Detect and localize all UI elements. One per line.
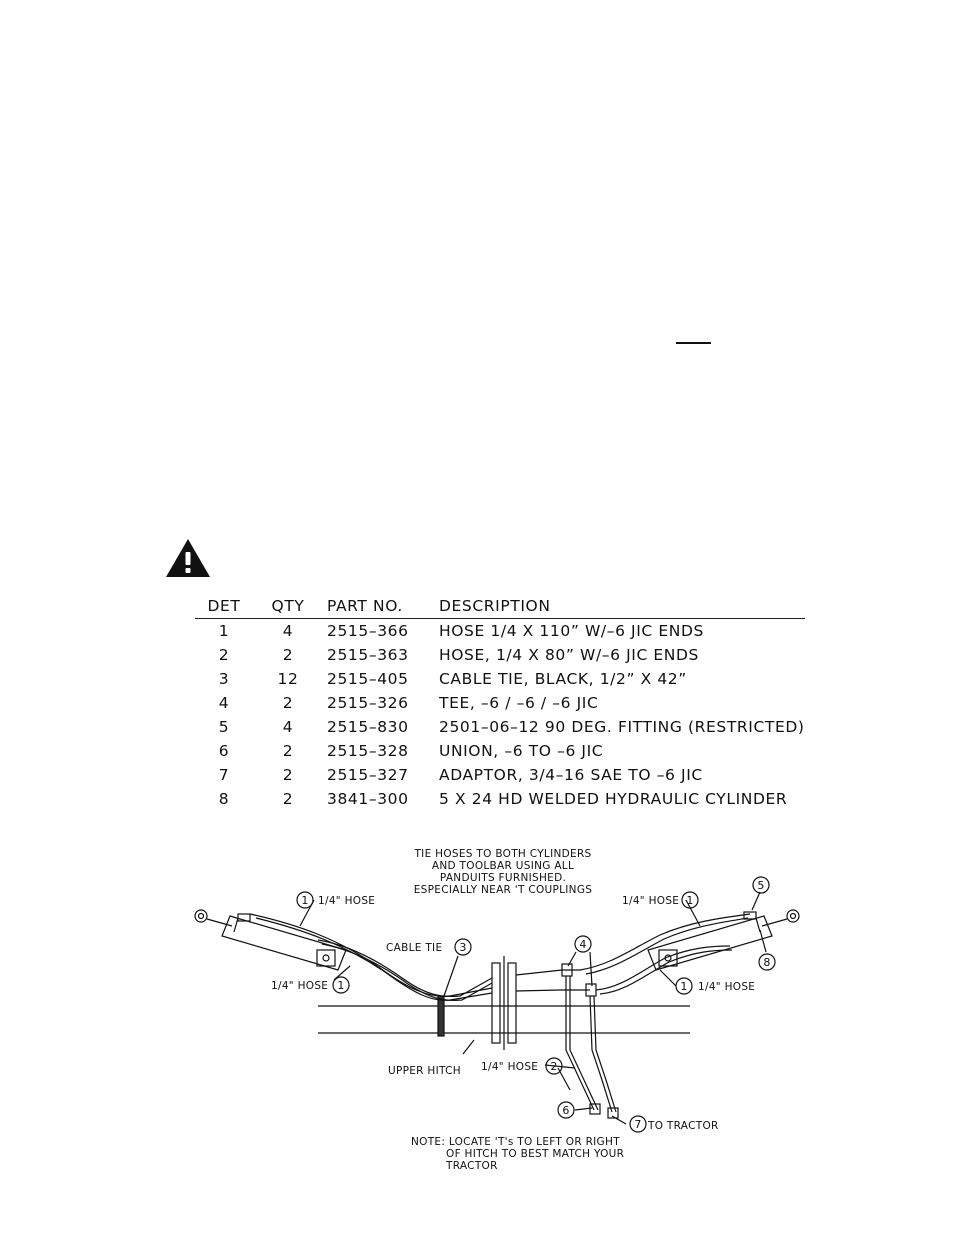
qty-cell: 2: [282, 646, 294, 664]
description-cell: 2501–06–12 90 DEG. FITTING (RESTRICTED): [439, 718, 805, 736]
diagram-linework: [194, 876, 800, 1133]
table-row: 4 2 2515–326 TEE, –6 / –6 / –6 JIC: [195, 691, 805, 715]
callout-number: 4: [579, 938, 586, 951]
note-bottom-line-3: TRACTOR: [445, 1160, 498, 1172]
header-part-no: PART NO.: [323, 594, 439, 619]
qty-cell: 2: [282, 742, 294, 760]
parts-table: DET QTY PART NO. DESCRIPTION 1 4 2515–36…: [195, 594, 805, 811]
det-cell: 2: [218, 646, 230, 664]
warning-triangle-icon: [166, 539, 210, 577]
table-header-row: DET QTY PART NO. DESCRIPTION: [195, 594, 805, 619]
table-row: 3 12 2515–405 CABLE TIE, BLACK, 1/2” X 4…: [195, 667, 805, 691]
description-cell: HOSE, 1/4 X 80” W/–6 JIC ENDS: [439, 646, 699, 664]
hose-label: 1/4" HOSE: [271, 980, 328, 992]
header-description: DESCRIPTION: [439, 594, 805, 619]
callout-number: 6: [562, 1104, 569, 1117]
header-det: DET: [195, 594, 253, 619]
description-cell: CABLE TIE, BLACK, 1/2” X 42”: [439, 670, 687, 688]
note-bottom-line-1: NOTE: LOCATE 'T's TO LEFT OR RIGHT: [411, 1136, 620, 1148]
det-cell: 5: [218, 718, 230, 736]
description-cell: 5 X 24 HD WELDED HYDRAULIC CYLINDER: [439, 790, 788, 808]
note-top-line-4: ESPECIALLY NEAR 'T COUPLINGS: [414, 884, 593, 896]
table-row: 5 4 2515–830 2501–06–12 90 DEG. FITTING …: [195, 715, 805, 739]
callout-number: 3: [459, 941, 466, 954]
description-cell: HOSE 1/4 X 110” W/–6 JIC ENDS: [439, 622, 704, 640]
part-no-cell: 3841–300: [327, 790, 409, 808]
description-cell: TEE, –6 / –6 / –6 JIC: [439, 694, 599, 712]
hose-label: 1/4" HOSE: [481, 1061, 538, 1073]
header-qty: QTY: [253, 594, 323, 619]
callout-number: 8: [763, 956, 770, 969]
hose-label: 1/4" HOSE: [698, 981, 755, 993]
callout-number: 1: [686, 894, 693, 907]
callout-number: 2: [550, 1060, 557, 1073]
det-cell: 8: [218, 790, 230, 808]
note-top-line-3: PANDUITS FURNISHED.: [440, 872, 566, 884]
note-top-line-1: TIE HOSES TO BOTH CYLINDERS: [413, 848, 591, 860]
part-no-cell: 2515–830: [327, 718, 409, 736]
table-row: 2 2 2515–363 HOSE, 1/4 X 80” W/–6 JIC EN…: [195, 643, 805, 667]
upper-hitch-label: UPPER HITCH: [388, 1065, 461, 1077]
note-bottom-line-2: OF HITCH TO BEST MATCH YOUR: [446, 1148, 624, 1160]
callout-number: 7: [634, 1118, 641, 1131]
table-row: 8 2 3841–300 5 X 24 HD WELDED HYDRAULIC …: [195, 787, 805, 811]
det-cell: 1: [218, 622, 230, 640]
table-row: 6 2 2515–328 UNION, –6 TO –6 JIC: [195, 739, 805, 763]
table-row: 7 2 2515–327 ADAPTOR, 3/4–16 SAE TO –6 J…: [195, 763, 805, 787]
det-cell: 3: [218, 670, 230, 688]
part-no-cell: 2515–327: [327, 766, 409, 784]
det-cell: 7: [218, 766, 230, 784]
table-row: 1 4 2515–366 HOSE 1/4 X 110” W/–6 JIC EN…: [195, 619, 805, 644]
part-no-cell: 2515–328: [327, 742, 409, 760]
callout-number: 1: [301, 894, 308, 907]
det-cell: 4: [218, 694, 230, 712]
callout-number: 5: [757, 879, 764, 892]
hose-routing-diagram: TIE HOSES TO BOTH CYLINDERS AND TOOLBAR …: [194, 848, 800, 1172]
callout-number: 1: [337, 979, 344, 992]
callout-number: 1: [680, 980, 687, 993]
det-cell: 6: [218, 742, 230, 760]
hose-label: 1/4" HOSE: [318, 895, 375, 907]
part-no-cell: 2515–326: [327, 694, 409, 712]
part-no-cell: 2515–363: [327, 646, 409, 664]
qty-cell: 4: [282, 718, 294, 736]
qty-cell: 2: [282, 766, 294, 784]
cable-tie-label: CABLE TIE: [386, 942, 442, 954]
description-cell: UNION, –6 TO –6 JIC: [439, 742, 604, 760]
note-top-line-2: AND TOOLBAR USING ALL: [432, 860, 574, 872]
part-no-cell: 2515–405: [327, 670, 409, 688]
to-tractor-label: TO TRACTOR: [647, 1120, 719, 1132]
qty-cell: 2: [282, 694, 294, 712]
qty-cell: 4: [282, 622, 294, 640]
hose-label: 1/4" HOSE: [622, 895, 679, 907]
part-no-cell: 2515–366: [327, 622, 409, 640]
qty-cell: 12: [277, 670, 299, 688]
underline-mark: [676, 342, 711, 344]
qty-cell: 2: [282, 790, 294, 808]
description-cell: ADAPTOR, 3/4–16 SAE TO –6 JIC: [439, 766, 703, 784]
